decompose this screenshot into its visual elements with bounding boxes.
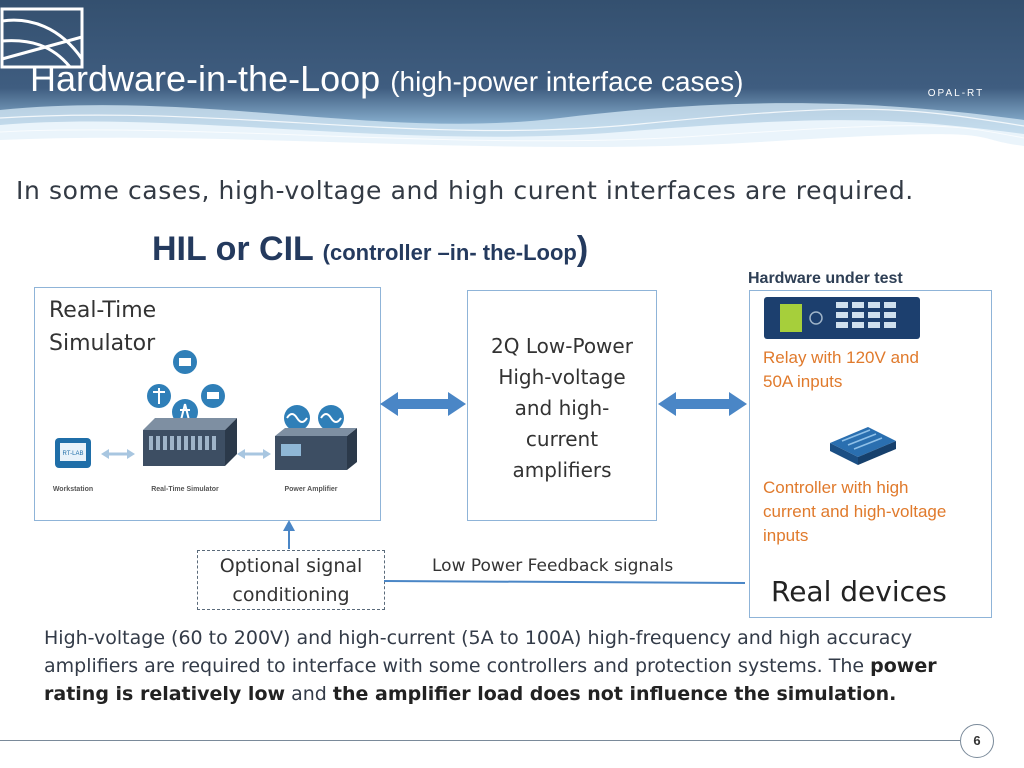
hil-close: ) bbox=[576, 230, 589, 268]
optional-line2: conditioning bbox=[232, 584, 350, 606]
bottom-bold-2: the amplifier load does not influence th… bbox=[332, 683, 897, 705]
real-devices-label: Real devices bbox=[771, 575, 947, 608]
ctrl-line1: Controller with high bbox=[763, 478, 909, 497]
optional-line1: Optional signal bbox=[219, 555, 363, 577]
bottom-text-2: and bbox=[285, 683, 333, 705]
amplifier-box: 2Q Low-Power High-voltage and high- curr… bbox=[467, 290, 657, 521]
relay-line2: 50A inputs bbox=[763, 372, 843, 391]
page-title: Hardware-in-the-Loop (high-power interfac… bbox=[30, 58, 743, 100]
bottom-paragraph: High-voltage (60 to 200V) and high-curre… bbox=[44, 624, 964, 708]
double-arrow-amp-devices bbox=[658, 392, 747, 416]
optional-signal-conditioning-box: Optional signal conditioning bbox=[197, 550, 385, 610]
amp-line4: current bbox=[525, 427, 599, 451]
relay-label: Relay with 120V and 50A inputs bbox=[763, 346, 919, 394]
logo-text: OPAL-RT bbox=[927, 88, 985, 99]
intro-text: In some cases, high-voltage and high cur… bbox=[16, 176, 914, 205]
feedback-arrowhead bbox=[283, 520, 295, 531]
svg-text:RT-LAB: RT-LAB bbox=[63, 451, 84, 457]
simulator-label-line1: Real-Time bbox=[49, 298, 157, 323]
relay-line1: Relay with 120V and bbox=[763, 348, 919, 367]
page-number: 6 bbox=[960, 724, 994, 758]
workstation-caption: Workstation bbox=[53, 486, 93, 493]
simulator-label-line2: Simulator bbox=[49, 331, 156, 356]
ctrl-line3: inputs bbox=[763, 526, 809, 545]
hil-paren: (controller –in- the-Loop bbox=[322, 240, 577, 265]
hil-main: HIL or CIL bbox=[152, 230, 314, 268]
amp-line3: and high- bbox=[514, 396, 610, 420]
amplifier-label: 2Q Low-Power High-voltage and high- curr… bbox=[468, 331, 656, 486]
hil-heading: HIL or CIL (controller –in- the-Loop) bbox=[152, 230, 588, 269]
controller-label: Controller with high current and high-vo… bbox=[763, 476, 946, 548]
simulator-label: Real-Time Simulator bbox=[49, 294, 156, 360]
amp-line5: amplifiers bbox=[512, 458, 612, 482]
amp-line2: High-voltage bbox=[498, 365, 626, 389]
title-main: Hardware-in-the-Loop bbox=[30, 58, 381, 99]
power-amp-caption: Power Amplifier bbox=[284, 486, 337, 493]
simulator-illustration: RT-LAB Workstation Real-Time Simulator P… bbox=[53, 350, 357, 493]
footer-divider bbox=[0, 740, 960, 741]
title-subtitle: (high-power interface cases) bbox=[390, 66, 744, 97]
amp-line1: 2Q Low-Power bbox=[491, 334, 633, 358]
hardware-under-test-label: Hardware under test bbox=[748, 270, 903, 287]
rts-caption: Real-Time Simulator bbox=[151, 486, 219, 493]
slide-header: Hardware-in-the-Loop (high-power interfac… bbox=[0, 0, 1024, 160]
realtime-simulator-box: Real-Time Simulator RT-LAB bbox=[34, 287, 381, 521]
feedback-arrow bbox=[288, 526, 746, 584]
hardware-under-test-box: Relay with 120V and 50A inputs Controlle… bbox=[749, 290, 992, 618]
bottom-text-1: High-voltage (60 to 200V) and high-curre… bbox=[44, 627, 913, 677]
ctrl-line2: current and high-voltage bbox=[763, 502, 947, 521]
controller-device-icon bbox=[830, 427, 896, 457]
feedback-label: Low Power Feedback signals bbox=[432, 556, 674, 576]
bottom-bold-1: power rating is relatively low bbox=[44, 655, 937, 705]
header-wave-background bbox=[0, 0, 1024, 160]
opal-rt-logo-icon bbox=[0, 7, 84, 69]
devices-illustration bbox=[764, 297, 920, 465]
double-arrow-sim-amp bbox=[380, 392, 466, 416]
